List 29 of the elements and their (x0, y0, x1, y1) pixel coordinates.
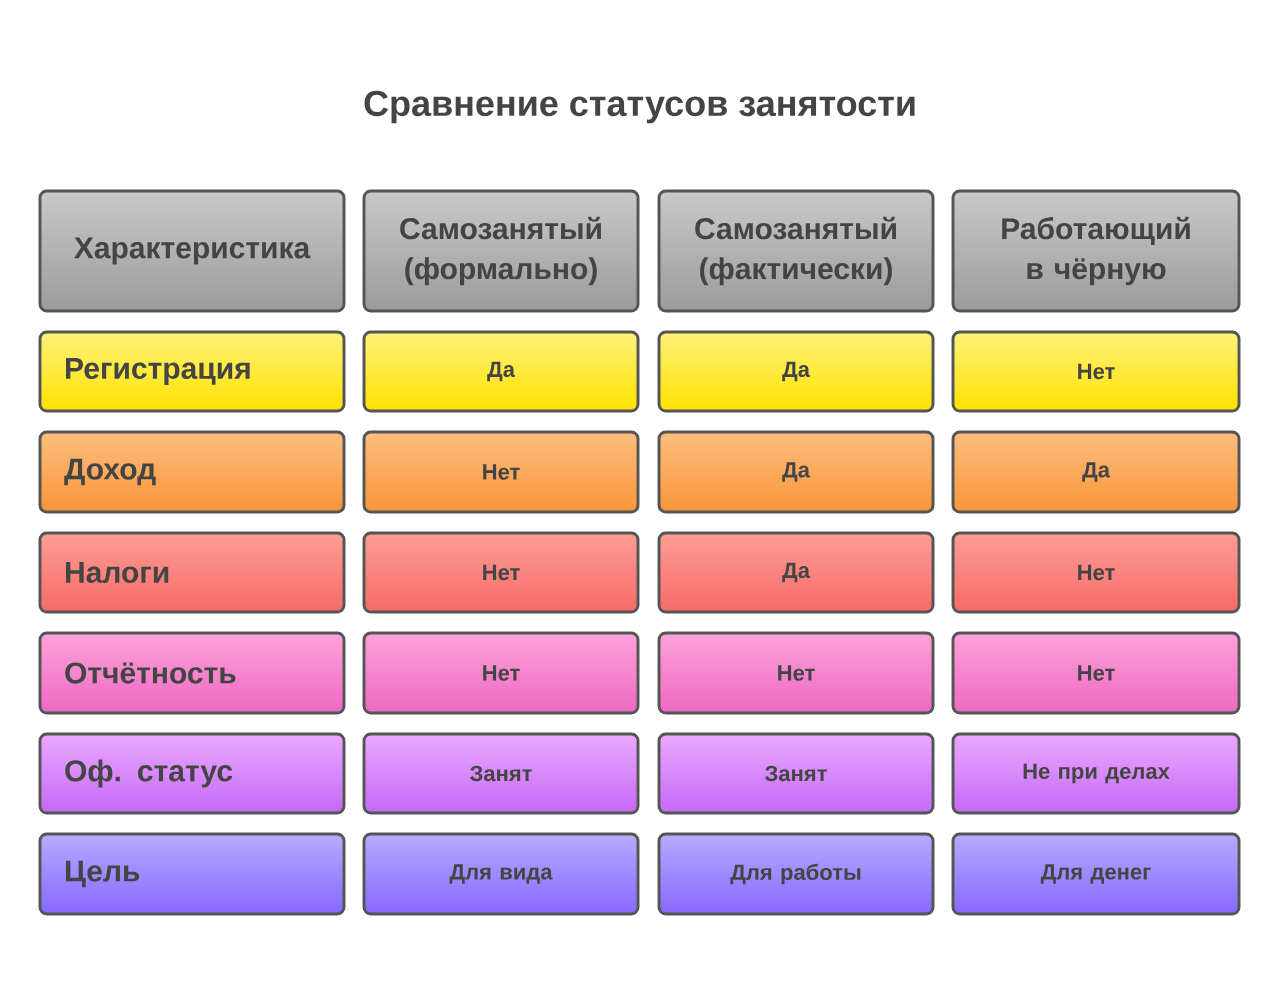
header-cell: Работающий в чёрную (951, 189, 1241, 313)
header-cell: Характеристика (38, 189, 346, 313)
row-header-cell: Цель (38, 832, 346, 916)
table-cell: Нет (362, 531, 640, 614)
row-header-cell: Оф. статус (38, 732, 346, 815)
table-cell: Занят (362, 732, 640, 815)
table-cell: Нет (657, 631, 935, 715)
table-cell: Для работы (657, 832, 935, 916)
title: Сравнение статусов занятости (364, 90, 915, 124)
table-cell: Нет (951, 330, 1241, 413)
table-cell: Нет (951, 531, 1241, 614)
header-cell: Самозанятый (фактически) (657, 189, 935, 313)
table-cell: Занят (657, 732, 935, 815)
table-cell: Да (657, 430, 935, 514)
table-cell: Не при делах (951, 732, 1241, 815)
table-cell: Да (657, 531, 935, 614)
table-cell: Для денег (951, 832, 1241, 916)
table-cell: Да (951, 430, 1241, 514)
header-cell: Самозанятый (формально) (362, 189, 640, 313)
row-header-cell: Налоги (38, 531, 346, 614)
row-header-cell: Отчётность (38, 631, 346, 715)
row-header-cell: Доход (38, 430, 346, 514)
table-cell: Нет (362, 631, 640, 715)
table-cell: Нет (362, 430, 640, 514)
table-cell: Да (657, 330, 935, 413)
row-header-cell: Регистрация (38, 330, 346, 413)
table-cell: Да (362, 330, 640, 413)
table-cell: Для вида (362, 832, 640, 916)
table-cell: Нет (951, 631, 1241, 715)
